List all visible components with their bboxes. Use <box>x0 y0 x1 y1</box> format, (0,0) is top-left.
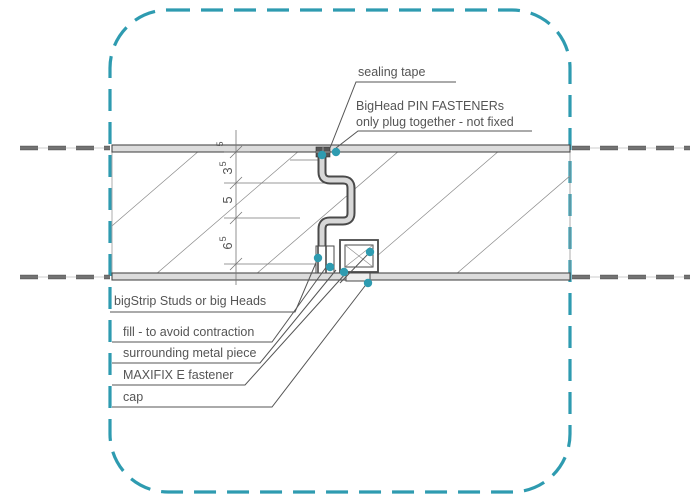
z-connector-inner <box>319 150 354 273</box>
leader-dots <box>313 147 375 288</box>
wall-hatching <box>112 152 570 273</box>
dimension-lines <box>224 130 330 285</box>
top-panel-strip <box>111 144 571 153</box>
label-maxifix: MAXIFIX E fastener <box>123 368 233 382</box>
detail-boundary <box>108 8 572 494</box>
label-sealing-tape: sealing tape <box>358 65 425 79</box>
label-bigstrip: bigStrip Studs or big Heads <box>114 294 266 308</box>
dimension-1: 35 <box>218 161 235 174</box>
label-bighead-pin-line2: only plug together - not fixed <box>356 115 514 129</box>
dimension-3: 65 <box>218 236 235 249</box>
label-surrounding: surrounding metal piece <box>123 346 256 360</box>
dimension-2: 5 <box>220 196 235 203</box>
label-cap: cap <box>123 390 143 404</box>
label-bighead-pin-line1: BigHead PIN FASTENERs <box>356 99 504 113</box>
label-fill: fill - to avoid contraction <box>123 325 254 339</box>
dimension-4: 5 <box>215 141 225 146</box>
leader-lines <box>110 81 532 408</box>
